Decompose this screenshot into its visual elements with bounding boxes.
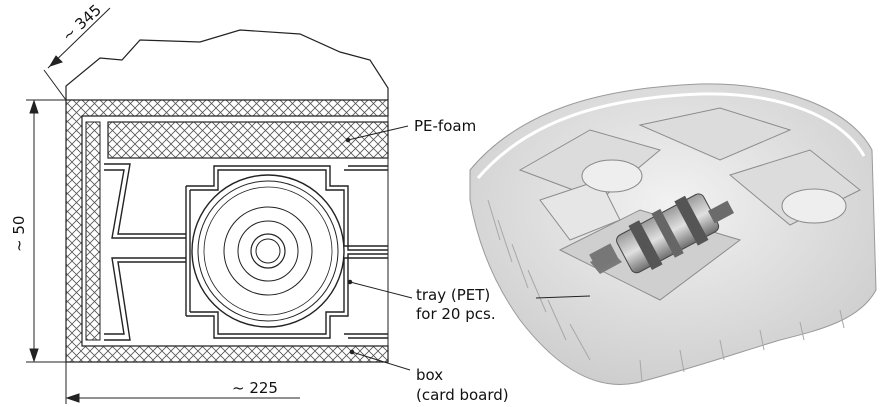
tray-render (469, 83, 877, 385)
tray-ribs (487, 199, 845, 383)
component-end-view (191, 174, 345, 328)
tray-profile (104, 163, 388, 341)
label-tray-line1: tray (PET) (416, 286, 490, 304)
tray-cup-right (781, 188, 847, 224)
label-box-line2: (card board) (416, 386, 509, 404)
component-render (589, 193, 734, 274)
dimension-diagonal-label: ~ 345 (59, 1, 105, 45)
tray-rim (476, 92, 866, 179)
box-wall (65, 99, 389, 363)
label-pe-foam: PE-foam (414, 117, 476, 135)
leader-lines (345, 125, 413, 371)
pe-foam-block (107, 121, 389, 159)
side-foam (85, 121, 101, 341)
dimension-width (65, 362, 300, 404)
label-box-line1: box (416, 366, 443, 384)
dimension-height (26, 99, 66, 363)
dimension-width-label: ~ 225 (232, 379, 278, 397)
tray-render-leader (535, 295, 591, 299)
label-tray-line2: for 20 pcs. (416, 305, 496, 323)
box-break-outline (65, 29, 389, 100)
dimension-height-label: ~ 50 (10, 216, 28, 252)
dimension-diagonal (43, 7, 111, 101)
tray-cup-left (581, 159, 643, 193)
section-view: ~ 345 ~ 50 ~ 225 (10, 1, 413, 404)
